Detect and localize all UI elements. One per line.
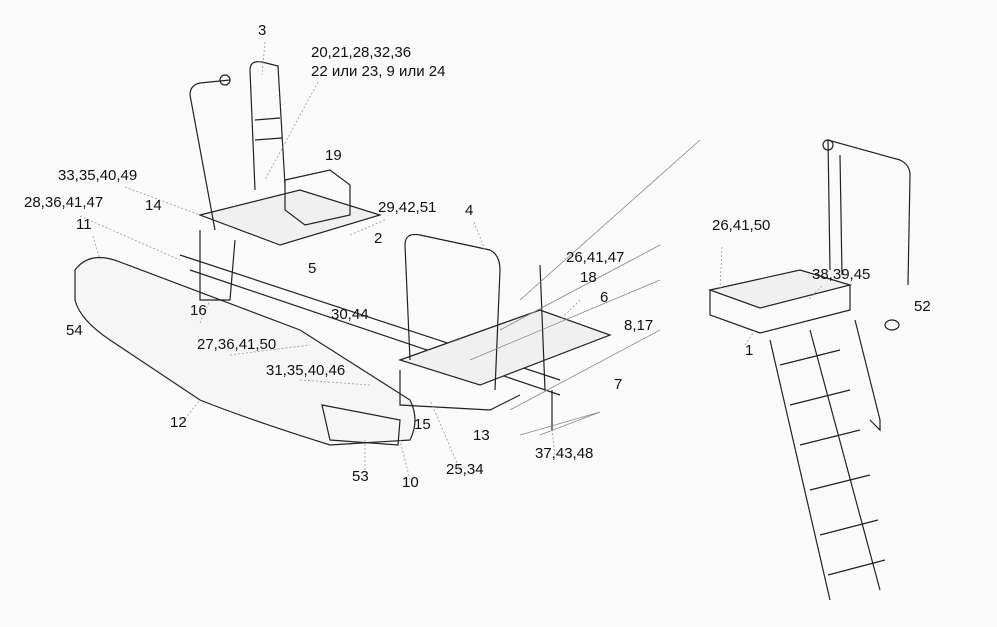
part-callout: 3 xyxy=(258,22,267,39)
part-callout: 31,35,40,46 xyxy=(266,362,346,379)
part-callout: 30,44 xyxy=(331,306,369,323)
fog-lamp-housing xyxy=(321,404,401,446)
center-handrail xyxy=(404,233,546,391)
ladder xyxy=(769,329,886,601)
part-callout: 5 xyxy=(308,260,317,277)
part-callout: 4 xyxy=(465,202,474,219)
part-callout: 29,42,51 xyxy=(378,199,437,216)
part-callout: 28,36,41,47 xyxy=(24,194,104,211)
part-callout: 8,17 xyxy=(624,317,654,334)
part-callout: 10 xyxy=(402,474,419,491)
part-callout: 14 xyxy=(145,197,162,214)
part-callout: 53 xyxy=(352,468,369,485)
part-callout: 38,39,45 xyxy=(812,266,871,283)
part-callout: 52 xyxy=(914,298,931,315)
left-step-platform xyxy=(197,189,383,246)
reference-plane-lines xyxy=(469,139,701,436)
part-callout: 11 xyxy=(76,216,92,233)
part-callout: 2 xyxy=(374,230,383,247)
part-callout: 16 xyxy=(190,302,207,319)
callout-title-line-1: 20,21,28,32,36 xyxy=(311,44,412,61)
left-handrail xyxy=(189,61,286,231)
part-callout: 1 xyxy=(745,342,754,359)
leader-lines xyxy=(79,41,823,481)
part-callout: 7 xyxy=(614,376,623,393)
center-bracket xyxy=(399,370,521,411)
part-callout: 37,43,48 xyxy=(535,445,594,462)
right-step-box xyxy=(709,285,851,334)
part-callout: 12 xyxy=(170,414,187,431)
left-bracket xyxy=(199,230,236,301)
right-handrail-cap xyxy=(822,139,834,151)
part-callout: 13 xyxy=(473,427,490,444)
part-callout: 15 xyxy=(414,416,431,433)
part-callout: 54 xyxy=(66,322,83,339)
part-callout: 27,36,41,50 xyxy=(197,336,277,353)
part-callout: 18 xyxy=(580,269,597,286)
part-callout: 25,34 xyxy=(446,461,484,478)
bumper xyxy=(74,256,416,446)
center-step-platform xyxy=(398,309,612,386)
left-handrail-cap xyxy=(219,74,231,86)
left-step-box xyxy=(284,169,351,226)
part-callout: 19 xyxy=(325,147,342,164)
part-callout: 26,41,50 xyxy=(712,217,771,234)
part-callout: 26,41,47 xyxy=(566,249,625,266)
part-callout: 33,35,40,49 xyxy=(58,167,138,184)
part-callout: 6 xyxy=(600,289,609,306)
ladder-side-handrail xyxy=(854,319,881,432)
cap-part xyxy=(884,319,900,331)
callout-title-line-2: 22 или 23, 9 или 24 xyxy=(311,63,446,80)
right-handrail xyxy=(827,139,911,286)
